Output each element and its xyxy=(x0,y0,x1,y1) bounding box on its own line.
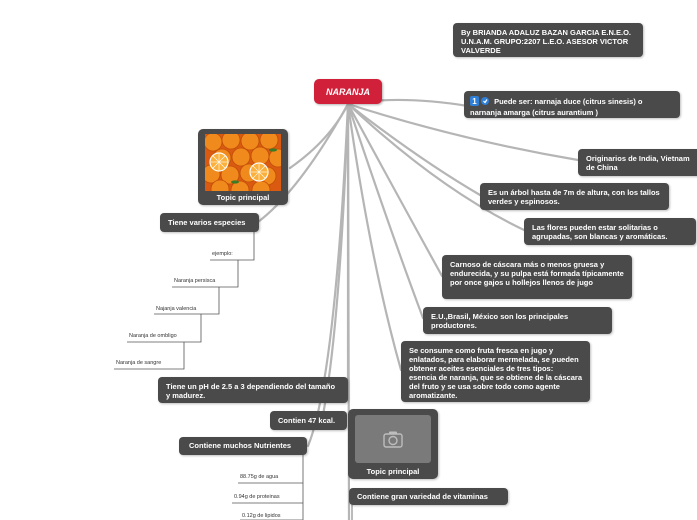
link-carnoso xyxy=(346,102,444,278)
node-originarios[interactable]: Originarios de India, Vietnam de China xyxy=(578,149,697,176)
link-arbol xyxy=(346,102,482,197)
camera-icon xyxy=(383,431,403,448)
svg-text:1: 1 xyxy=(472,97,477,106)
author-note[interactable]: By BRIANDA ADALUZ BAZAN GARCIA E.N.E.O. … xyxy=(453,23,643,57)
link-consume xyxy=(346,102,403,372)
link-originarios xyxy=(346,102,580,162)
link-species xyxy=(256,102,350,224)
node-arbol[interactable]: Es un árbol hasta de 7m de altura, con l… xyxy=(480,183,669,210)
species-item: Naranja de ombligo xyxy=(129,333,177,339)
topic-image-placeholder[interactable]: Topic principal xyxy=(348,409,438,479)
node-nutrients[interactable]: Contiene muchos Nutrientes xyxy=(179,437,307,455)
nutrient-item: 0.94g de proteinas xyxy=(234,494,280,500)
species-item: Naranja de sangre xyxy=(116,360,162,366)
species-item: ejemplo: xyxy=(212,251,233,257)
blue-flag-icon: 1 xyxy=(470,96,492,108)
node-ph[interactable]: Tiene un pH de 2.5 a 3 dependiendo del t… xyxy=(158,377,348,403)
topic-image-caption: Topic principal xyxy=(216,193,270,202)
node-puede-ser[interactable]: 1 Puede ser: narnaja duce (citrus sinesi… xyxy=(464,91,680,118)
oranges-image xyxy=(205,134,281,191)
node-vitamins[interactable]: Contiene gran variedad de vitaminas xyxy=(349,488,508,505)
node-consume[interactable]: Se consume como fruta fresca en jugo y e… xyxy=(401,341,590,402)
link-topic-image xyxy=(288,102,350,170)
image-placeholder xyxy=(355,415,431,463)
link-flores xyxy=(346,102,526,232)
central-topic[interactable]: NARANJA xyxy=(314,79,382,104)
topic-image-oranges[interactable]: Topic principal xyxy=(198,129,288,205)
nutrient-item: 0.12g de lipidos xyxy=(242,513,281,519)
nutrient-item: 88.75g de agua xyxy=(240,474,279,480)
node-flores[interactable]: Las flores pueden estar solitarias o agr… xyxy=(524,218,696,245)
species-item: Najanja valencia xyxy=(156,306,197,312)
node-productores[interactable]: E.U.,Brasil, México son los principales … xyxy=(423,307,612,334)
topic-image-caption: Topic principal xyxy=(366,467,420,476)
node-kcal[interactable]: Contien 47 kcal. xyxy=(270,411,347,430)
node-carnoso[interactable]: Carnoso de cáscara más o menos gruesa y … xyxy=(442,255,632,299)
species-item: Naranja persisca xyxy=(174,278,216,284)
node-species[interactable]: Tiene varios especies xyxy=(160,213,259,232)
link-productores xyxy=(346,102,425,320)
